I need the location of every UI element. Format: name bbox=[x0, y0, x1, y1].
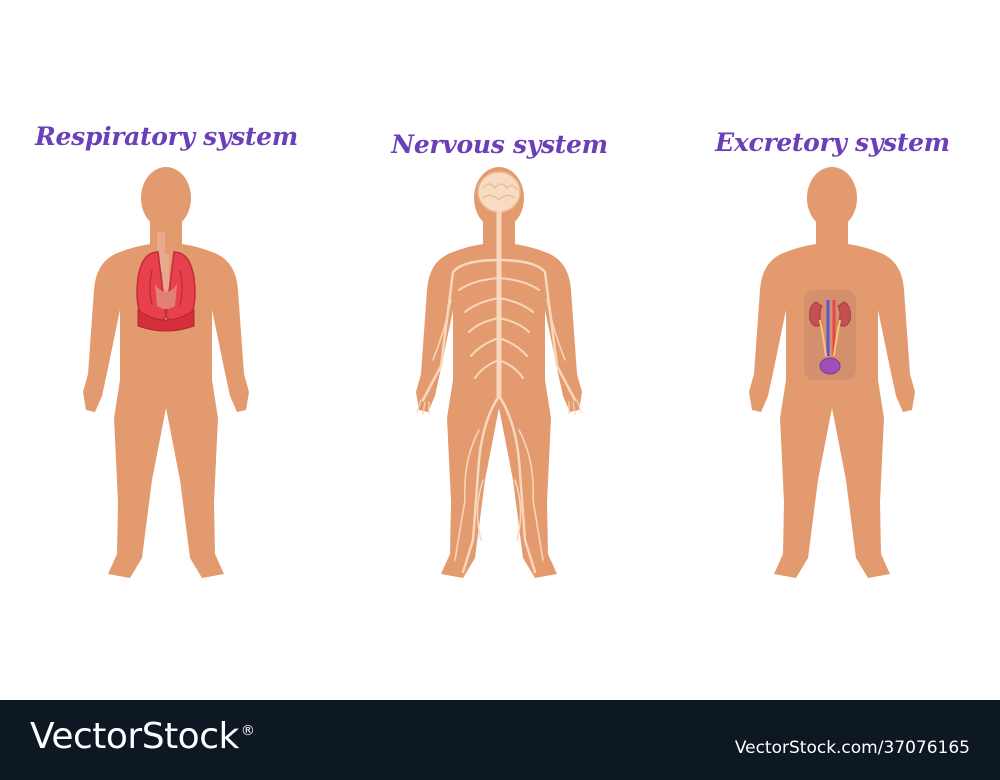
brain-illustration bbox=[477, 171, 521, 213]
excretory-panel: Excretory system bbox=[666, 0, 999, 700]
human-body bbox=[83, 167, 249, 578]
image-id-url: VectorStock.com/37076165 bbox=[734, 738, 970, 758]
nervous-figure bbox=[416, 167, 582, 578]
vectorstock-logo: VectorStock® bbox=[30, 716, 255, 757]
excretory-figure bbox=[749, 167, 915, 578]
lungs-illustration bbox=[136, 232, 196, 332]
nervous-panel: Nervous system bbox=[333, 0, 666, 700]
respiratory-panel: Respiratory system bbox=[0, 0, 333, 700]
urinary-organs-illustration bbox=[804, 290, 856, 380]
respiratory-title: Respiratory system bbox=[35, 122, 298, 151]
excretory-title: Excretory system bbox=[715, 128, 950, 157]
nervous-title: Nervous system bbox=[391, 130, 608, 159]
nerve-network bbox=[416, 209, 582, 574]
respiratory-figure bbox=[83, 167, 249, 578]
watermark-bar: VectorStock® VectorStock.com/37076165 bbox=[0, 700, 1000, 780]
